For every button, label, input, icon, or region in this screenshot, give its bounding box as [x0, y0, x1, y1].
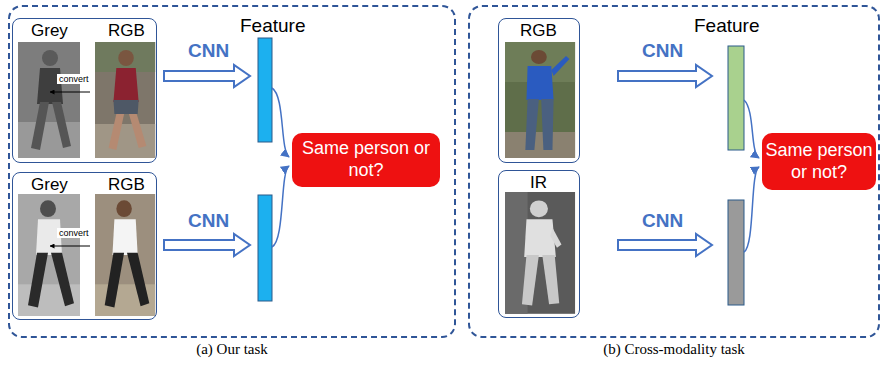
cnn-label: CNN: [188, 210, 229, 232]
grey-photo: [51, 253, 74, 307]
grey-photo: [40, 200, 56, 217]
rgb-photo: [95, 124, 155, 158]
cnn-arrow: [164, 65, 250, 87]
modality-label: RGB: [108, 21, 145, 41]
rgb-photo: [541, 99, 553, 150]
rgb-photo: [95, 194, 155, 316]
decision-box: Same person or not?: [292, 133, 440, 187]
subfigure-caption: (a) Our task: [10, 341, 454, 358]
grey-photo: [18, 194, 80, 316]
rgb-photo: [113, 68, 138, 102]
decision-text: Same person or not?: [765, 140, 873, 183]
cnn-arrow: [618, 234, 712, 256]
subfigure-caption: (b) Cross-modality task: [470, 341, 878, 358]
cnn-label: CNN: [642, 210, 683, 232]
grey-photo: [28, 253, 48, 308]
cnn-label: CNN: [642, 40, 683, 62]
modality-label: RGB: [108, 175, 145, 195]
convert-label: convert: [57, 228, 91, 238]
modality-label: Grey: [31, 175, 68, 195]
ir-photo: [524, 219, 556, 257]
rgb-photo: [505, 132, 575, 158]
cnn-arrow: [164, 65, 712, 256]
rgb-photo: [116, 200, 132, 217]
grey-photo: [18, 42, 80, 158]
grey-photo: [52, 102, 71, 148]
rgb-photo: [95, 42, 155, 158]
rgb-photo: [526, 66, 553, 100]
feature-label: Feature: [694, 15, 759, 37]
rgb-photo: [95, 42, 155, 72]
rgb-photo: [95, 42, 155, 158]
ir-photo: [505, 192, 575, 314]
ir-photo: [522, 255, 539, 305]
rgb-photo: [109, 114, 125, 150]
cnn-arrow: [618, 65, 712, 87]
rgb-photo: [118, 50, 134, 66]
rgb-photo: [551, 56, 569, 76]
rgb-photo: [505, 42, 575, 158]
decision-box: Same person or not?: [762, 133, 876, 190]
convert-arrow: [50, 92, 90, 93]
convert-arrow: [50, 246, 90, 247]
cnn-label: CNN: [188, 40, 229, 62]
feature-label: Feature: [240, 15, 305, 37]
grey-photo: [18, 42, 80, 158]
grey-photo: [18, 194, 80, 316]
image-pair-box: Grey RGB convert: [12, 172, 157, 320]
dashed-panel: (a) Our taskGreyRGBconvertGreyRGBconvert…: [8, 5, 456, 338]
feature-bar: [728, 200, 744, 305]
merge-line: [744, 100, 759, 158]
feature-bar: [258, 195, 272, 301]
rgb-photo: [129, 114, 146, 148]
rgb-photo: [95, 194, 155, 316]
ir-photo: [542, 255, 559, 304]
image-pair-box: Grey RGB convert: [12, 18, 157, 163]
merge-line: [272, 166, 289, 247]
feature-bar: [728, 46, 744, 150]
feature-bar: [258, 38, 744, 305]
rgb-photo: [505, 42, 575, 158]
ir-photo: [530, 200, 548, 217]
modality-label: IR: [499, 173, 578, 193]
rgb-photo: [113, 100, 138, 114]
image-box: IR: [498, 170, 580, 318]
rgb-photo: [531, 50, 547, 64]
rgb-photo: [127, 253, 149, 307]
cnn-arrow: [164, 234, 250, 256]
merge-line: [272, 88, 289, 157]
grey-photo: [18, 122, 80, 158]
decision-text: Same person or not?: [295, 138, 437, 181]
grey-photo: [31, 102, 49, 150]
image-box: RGB: [498, 18, 580, 163]
convert-arrow: [50, 92, 90, 246]
grey-photo: [42, 50, 58, 66]
rgb-photo: [112, 219, 137, 255]
feature-bar: [258, 38, 272, 142]
merge-line: [744, 167, 759, 252]
modality-label: Grey: [31, 21, 68, 41]
ir-photo: [505, 192, 575, 314]
ir-photo: [550, 228, 561, 248]
modality-label: RGB: [499, 21, 578, 41]
convert-label: convert: [57, 74, 91, 84]
rgb-photo: [525, 99, 539, 150]
rgb-photo: [105, 253, 124, 308]
